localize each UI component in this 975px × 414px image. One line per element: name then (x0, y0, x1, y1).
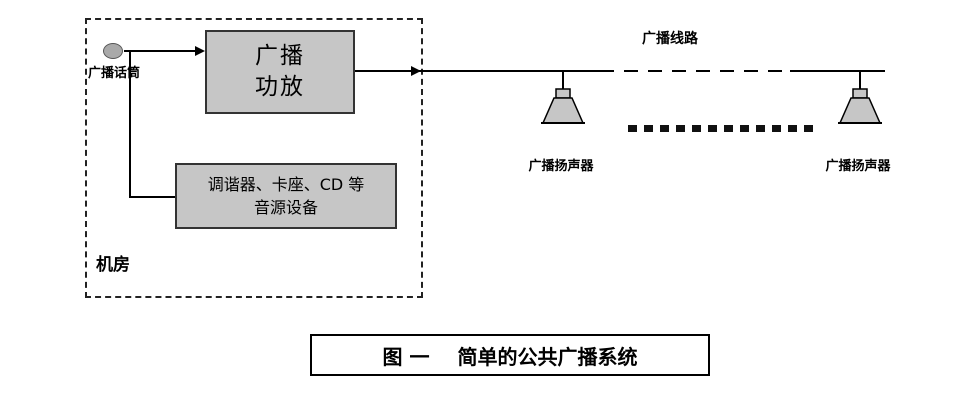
machine-room-box (85, 18, 423, 298)
speaker-label: 广播扬声器 (528, 159, 594, 174)
microphone-label: 广播话筒 (88, 66, 141, 81)
source-feed-vertical-line (129, 51, 131, 197)
amplifier-box: 广播 功放 (205, 30, 355, 114)
speaker-label: 广播扬声器 (825, 159, 891, 174)
speaker-icon (541, 72, 585, 124)
broadcast-line-label: 广播线路 (642, 31, 698, 47)
figure-caption-number: 图 一 (382, 344, 430, 369)
ellipsis-dots (628, 125, 818, 132)
arrowhead-icon (195, 46, 205, 56)
broadcast-line-dashed (600, 70, 790, 72)
broadcast-line-solid-left (355, 70, 600, 72)
audio-source-label-line2: 音源设备 (253, 198, 318, 217)
speaker-icon (838, 72, 882, 124)
arrowhead-icon (411, 66, 421, 76)
broadcast-line-solid-right (790, 70, 885, 72)
mic-to-amp-line (124, 50, 200, 52)
microphone-icon (103, 43, 123, 59)
source-feed-horizontal-line (129, 196, 175, 198)
amplifier-label-line2: 功放 (255, 74, 305, 100)
audio-source-box: 调谐器、卡座、CD 等 音源设备 (175, 163, 397, 229)
figure-caption: 图 一 简单的公共广播系统 (310, 334, 710, 376)
machine-room-label: 机房 (96, 255, 130, 275)
amplifier-label-line1: 广播 (255, 42, 305, 69)
figure-caption-text: 简单的公共广播系统 (457, 344, 638, 369)
audio-source-label-line1: 调谐器、卡座、CD 等 (207, 174, 365, 194)
